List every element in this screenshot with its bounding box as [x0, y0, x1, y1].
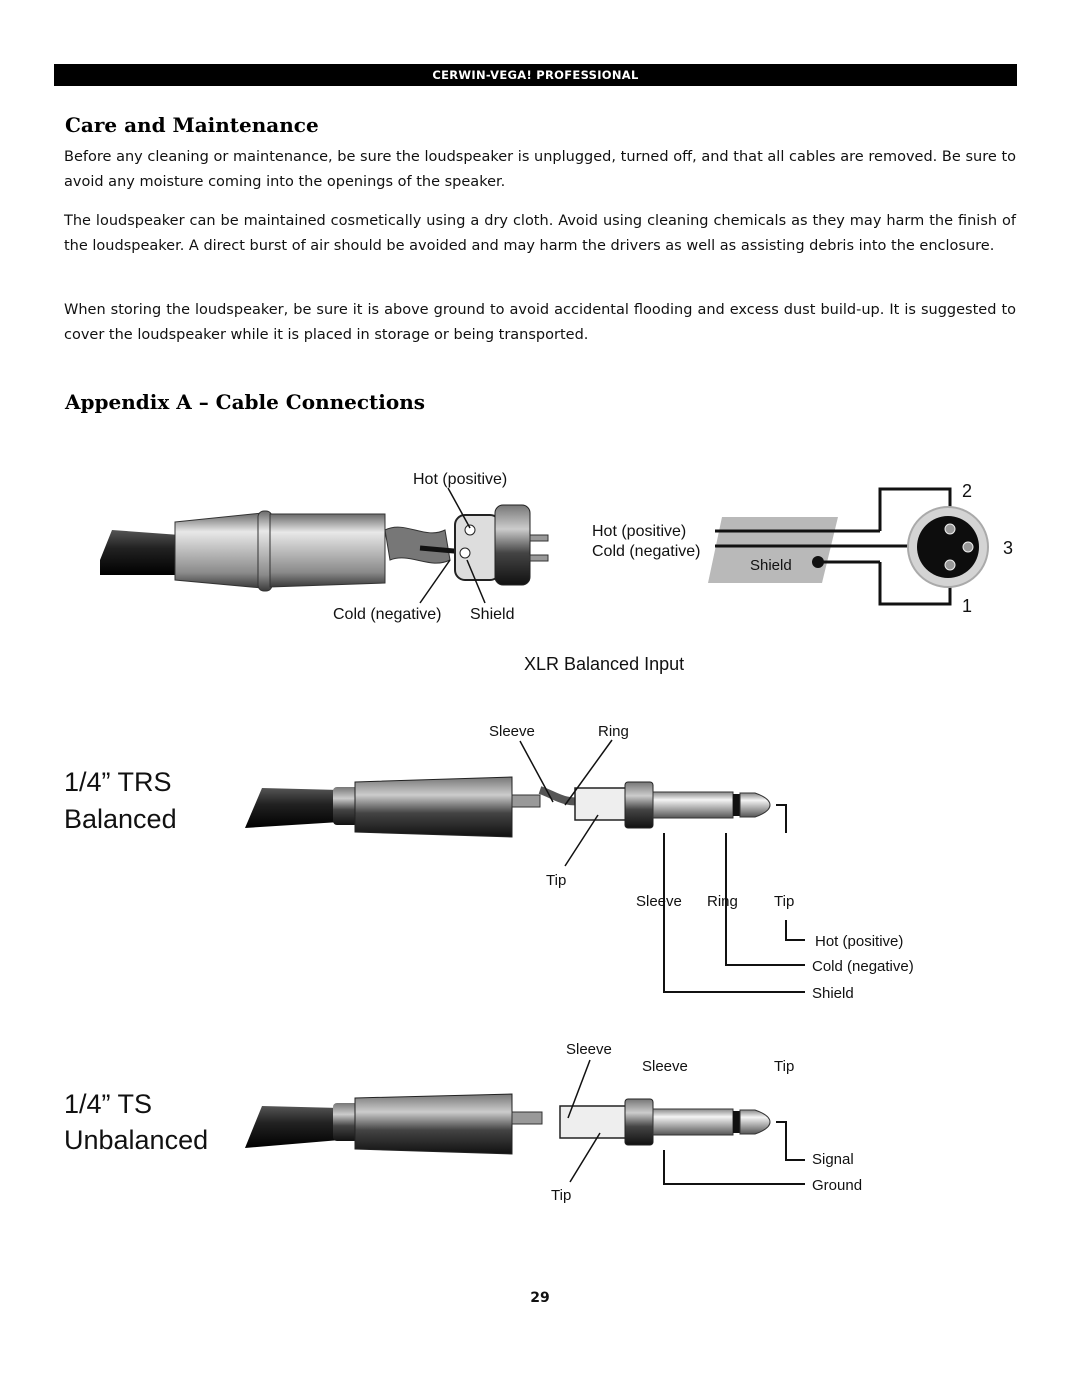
trs-shield-line: [663, 833, 805, 993]
trs-cold-label: Cold (negative): [812, 958, 914, 975]
xlr-hot-wire-label: Hot (positive): [592, 523, 686, 540]
ts-sleeve-col-label: Sleeve: [642, 1058, 688, 1075]
xlr-shield-wire-label: Shield: [750, 557, 792, 574]
xlr-pin-a: [529, 534, 549, 542]
trs-ring-leader: [564, 739, 613, 806]
care-title: Care and Maintenance: [65, 113, 319, 137]
trs-tip-line: [776, 804, 787, 833]
ts-cable: [245, 1106, 340, 1148]
trs-strain-relief: [333, 787, 358, 825]
ts-signal-label: Signal: [812, 1151, 854, 1168]
trs-sleeve-leader: [519, 740, 554, 803]
trs-hot-line: [785, 920, 805, 941]
trs-tip-bottom-label: Tip: [546, 872, 566, 889]
ts-tip: [739, 1109, 771, 1135]
ts-terminal: [559, 1105, 631, 1139]
ts-tip-bottom-label: Tip: [551, 1187, 571, 1204]
ts-tip-leader: [569, 1132, 601, 1183]
xlr-shield-node: [812, 556, 824, 568]
ts-sleeve-leader: [567, 1059, 591, 1119]
care-paragraph-2: The loudspeaker can be maintained cosmet…: [64, 213, 1016, 254]
trs-clamp: [511, 794, 541, 808]
header-bar: CERWIN-VEGA! PROFESSIONAL: [54, 64, 1017, 86]
trs-sleeve-top-label: Sleeve: [489, 723, 535, 740]
ts-ground-label: Ground: [812, 1177, 862, 1194]
trs-sleeve: [652, 791, 734, 819]
ts-tip-col-label: Tip: [774, 1058, 794, 1075]
xlr-pin3-label: 3: [1003, 538, 1013, 558]
xlr-hot-leader: [447, 487, 471, 529]
xlr-lug-top: [464, 524, 476, 536]
xlr-cold-wire-label: Cold (negative): [592, 543, 701, 560]
xlr-pin-b: [529, 554, 549, 562]
xlr-insert: [454, 514, 501, 581]
care-paragraph-3: When storing the loudspeaker, be sure it…: [64, 302, 1016, 343]
xlr-pin1-label: 1: [962, 596, 972, 616]
ts-barrel: [354, 1093, 513, 1155]
xlr-pin2-label: 2: [962, 481, 972, 501]
trs-cold-line: [725, 833, 805, 966]
trs-sleeve-col-label: Sleeve: [636, 893, 682, 910]
trs-tip: [739, 792, 771, 818]
trs-plug: [245, 776, 771, 838]
xlr-socket: [494, 504, 531, 586]
xlr-plug: [100, 504, 549, 592]
ts-strain-relief: [333, 1103, 358, 1141]
ts-sleeve: [652, 1108, 734, 1136]
xlr-cold-label: Cold (negative): [333, 606, 442, 623]
xlr-cable-jacket: [708, 517, 838, 583]
trs-tip-col-label: Tip: [774, 893, 794, 910]
trs-hot-label: Hot (positive): [815, 933, 903, 950]
ts-title-line2: Unbalanced: [64, 1125, 208, 1155]
trs-barrel: [354, 776, 513, 838]
ts-clamp: [511, 1111, 543, 1125]
xlr-cold-leader: [419, 559, 451, 604]
ts-title-line1: 1/4” TS: [64, 1089, 152, 1119]
xlr-pin1: [944, 559, 956, 571]
ts-plug: [245, 1093, 771, 1155]
trs-terminal: [574, 787, 631, 821]
xlr-shield-label: Shield: [470, 606, 514, 623]
xlr-boot: [174, 512, 263, 589]
trs-title-line1: 1/4” TRS: [64, 767, 172, 797]
xlr-hot-label: Hot (positive): [413, 471, 507, 488]
xlr-pin3: [962, 541, 974, 553]
xlr-pin2: [944, 523, 956, 535]
trs-ring-col-label: Ring: [707, 893, 738, 910]
appendix-title: Appendix A – Cable Connections: [65, 390, 426, 414]
xlr-connector-insert: [917, 516, 979, 578]
trs-nut: [624, 781, 654, 829]
xlr-braid: [384, 526, 451, 564]
ts-insulator: [733, 1111, 740, 1133]
ts-ground-line: [663, 1150, 805, 1185]
trs-insulator: [733, 794, 740, 816]
xlr-lug-bottom: [459, 547, 471, 559]
ts-sleeve-top-label: Sleeve: [566, 1041, 612, 1058]
ts-nut: [624, 1098, 654, 1146]
trs-ring-top-label: Ring: [598, 723, 629, 740]
page-number: 29: [530, 1290, 550, 1306]
xlr-shield-leader: [466, 559, 486, 604]
trs-cable: [245, 788, 340, 828]
care-paragraph-1: Before any cleaning or maintenance, be s…: [64, 149, 1016, 190]
xlr-cable: [100, 530, 180, 575]
trs-tip-leader: [564, 814, 599, 867]
trs-shield-label: Shield: [812, 985, 854, 1002]
xlr-shell: [269, 513, 386, 588]
xlr-caption: XLR Balanced Input: [524, 654, 684, 674]
trs-title-line2: Balanced: [64, 804, 177, 834]
ts-signal-line: [776, 1121, 805, 1161]
